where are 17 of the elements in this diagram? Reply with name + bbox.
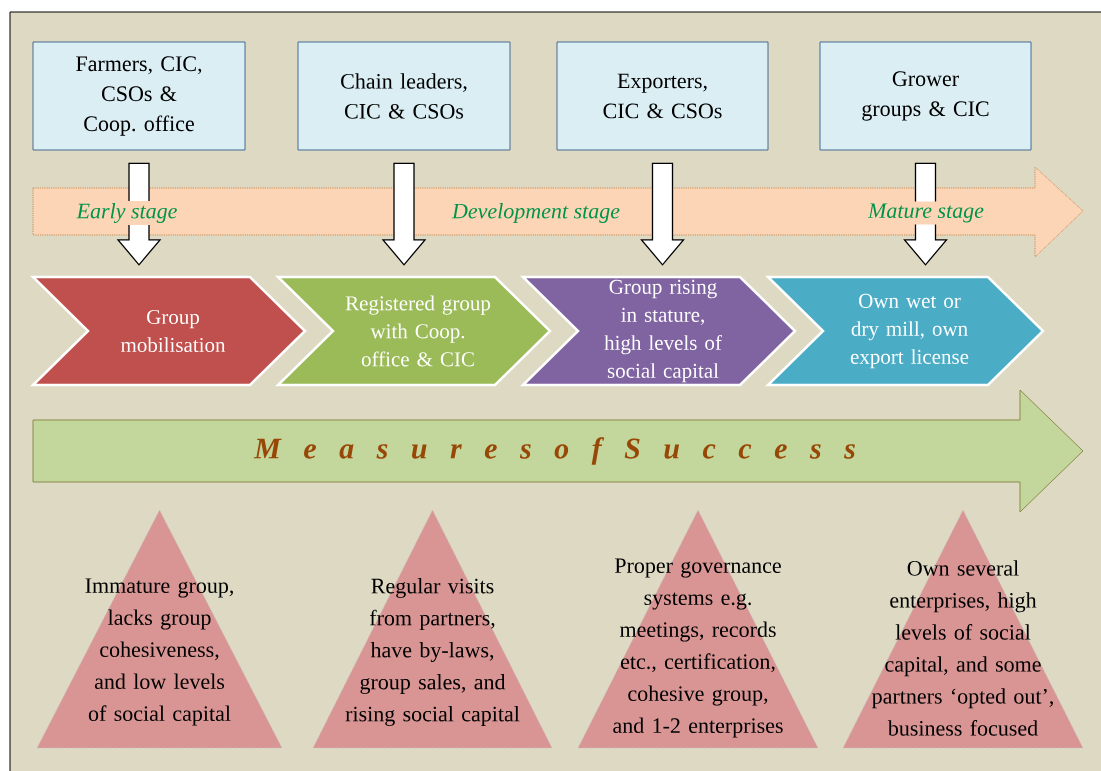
participant-box: Chain leaders, CIC & CSOs [297,41,511,151]
success-triangle: Regular visits from partners, have by-laws, group sales, and rising social capital [312,509,553,749]
block-arrow [640,162,685,266]
stage-box: Group rising in stature, high levels of social capital [519,275,797,387]
success-triangle: Own several enterprises, high levels of social capital, and some partners ‘opted out’, business focused [842,509,1084,749]
participant-box: Farmers, CIC, CSOs & Coop. office [32,41,246,151]
success-triangle: Immature group, lacks group cohesiveness, and low levels of social capital [36,509,283,749]
stage-box: Registered group with Coop. office & CIC [274,275,552,387]
participant-box: Grower groups & CIC [819,41,1032,151]
block-arrow [381,162,427,266]
stage-box: Own wet or dry mill, own export license [764,275,1045,387]
stage-box: Group mobilisation [29,275,307,387]
stage-label: Development stage [450,201,622,225]
stage-label: Early stage [74,201,180,225]
stage-label: Mature stage [866,201,986,225]
participant-box: Exporters, CIC & CSOs [556,41,769,151]
success-triangle: Proper governance systems e.g. meetings, records etc., certification, cohesive group, and 1-2 enterprises [577,509,819,749]
